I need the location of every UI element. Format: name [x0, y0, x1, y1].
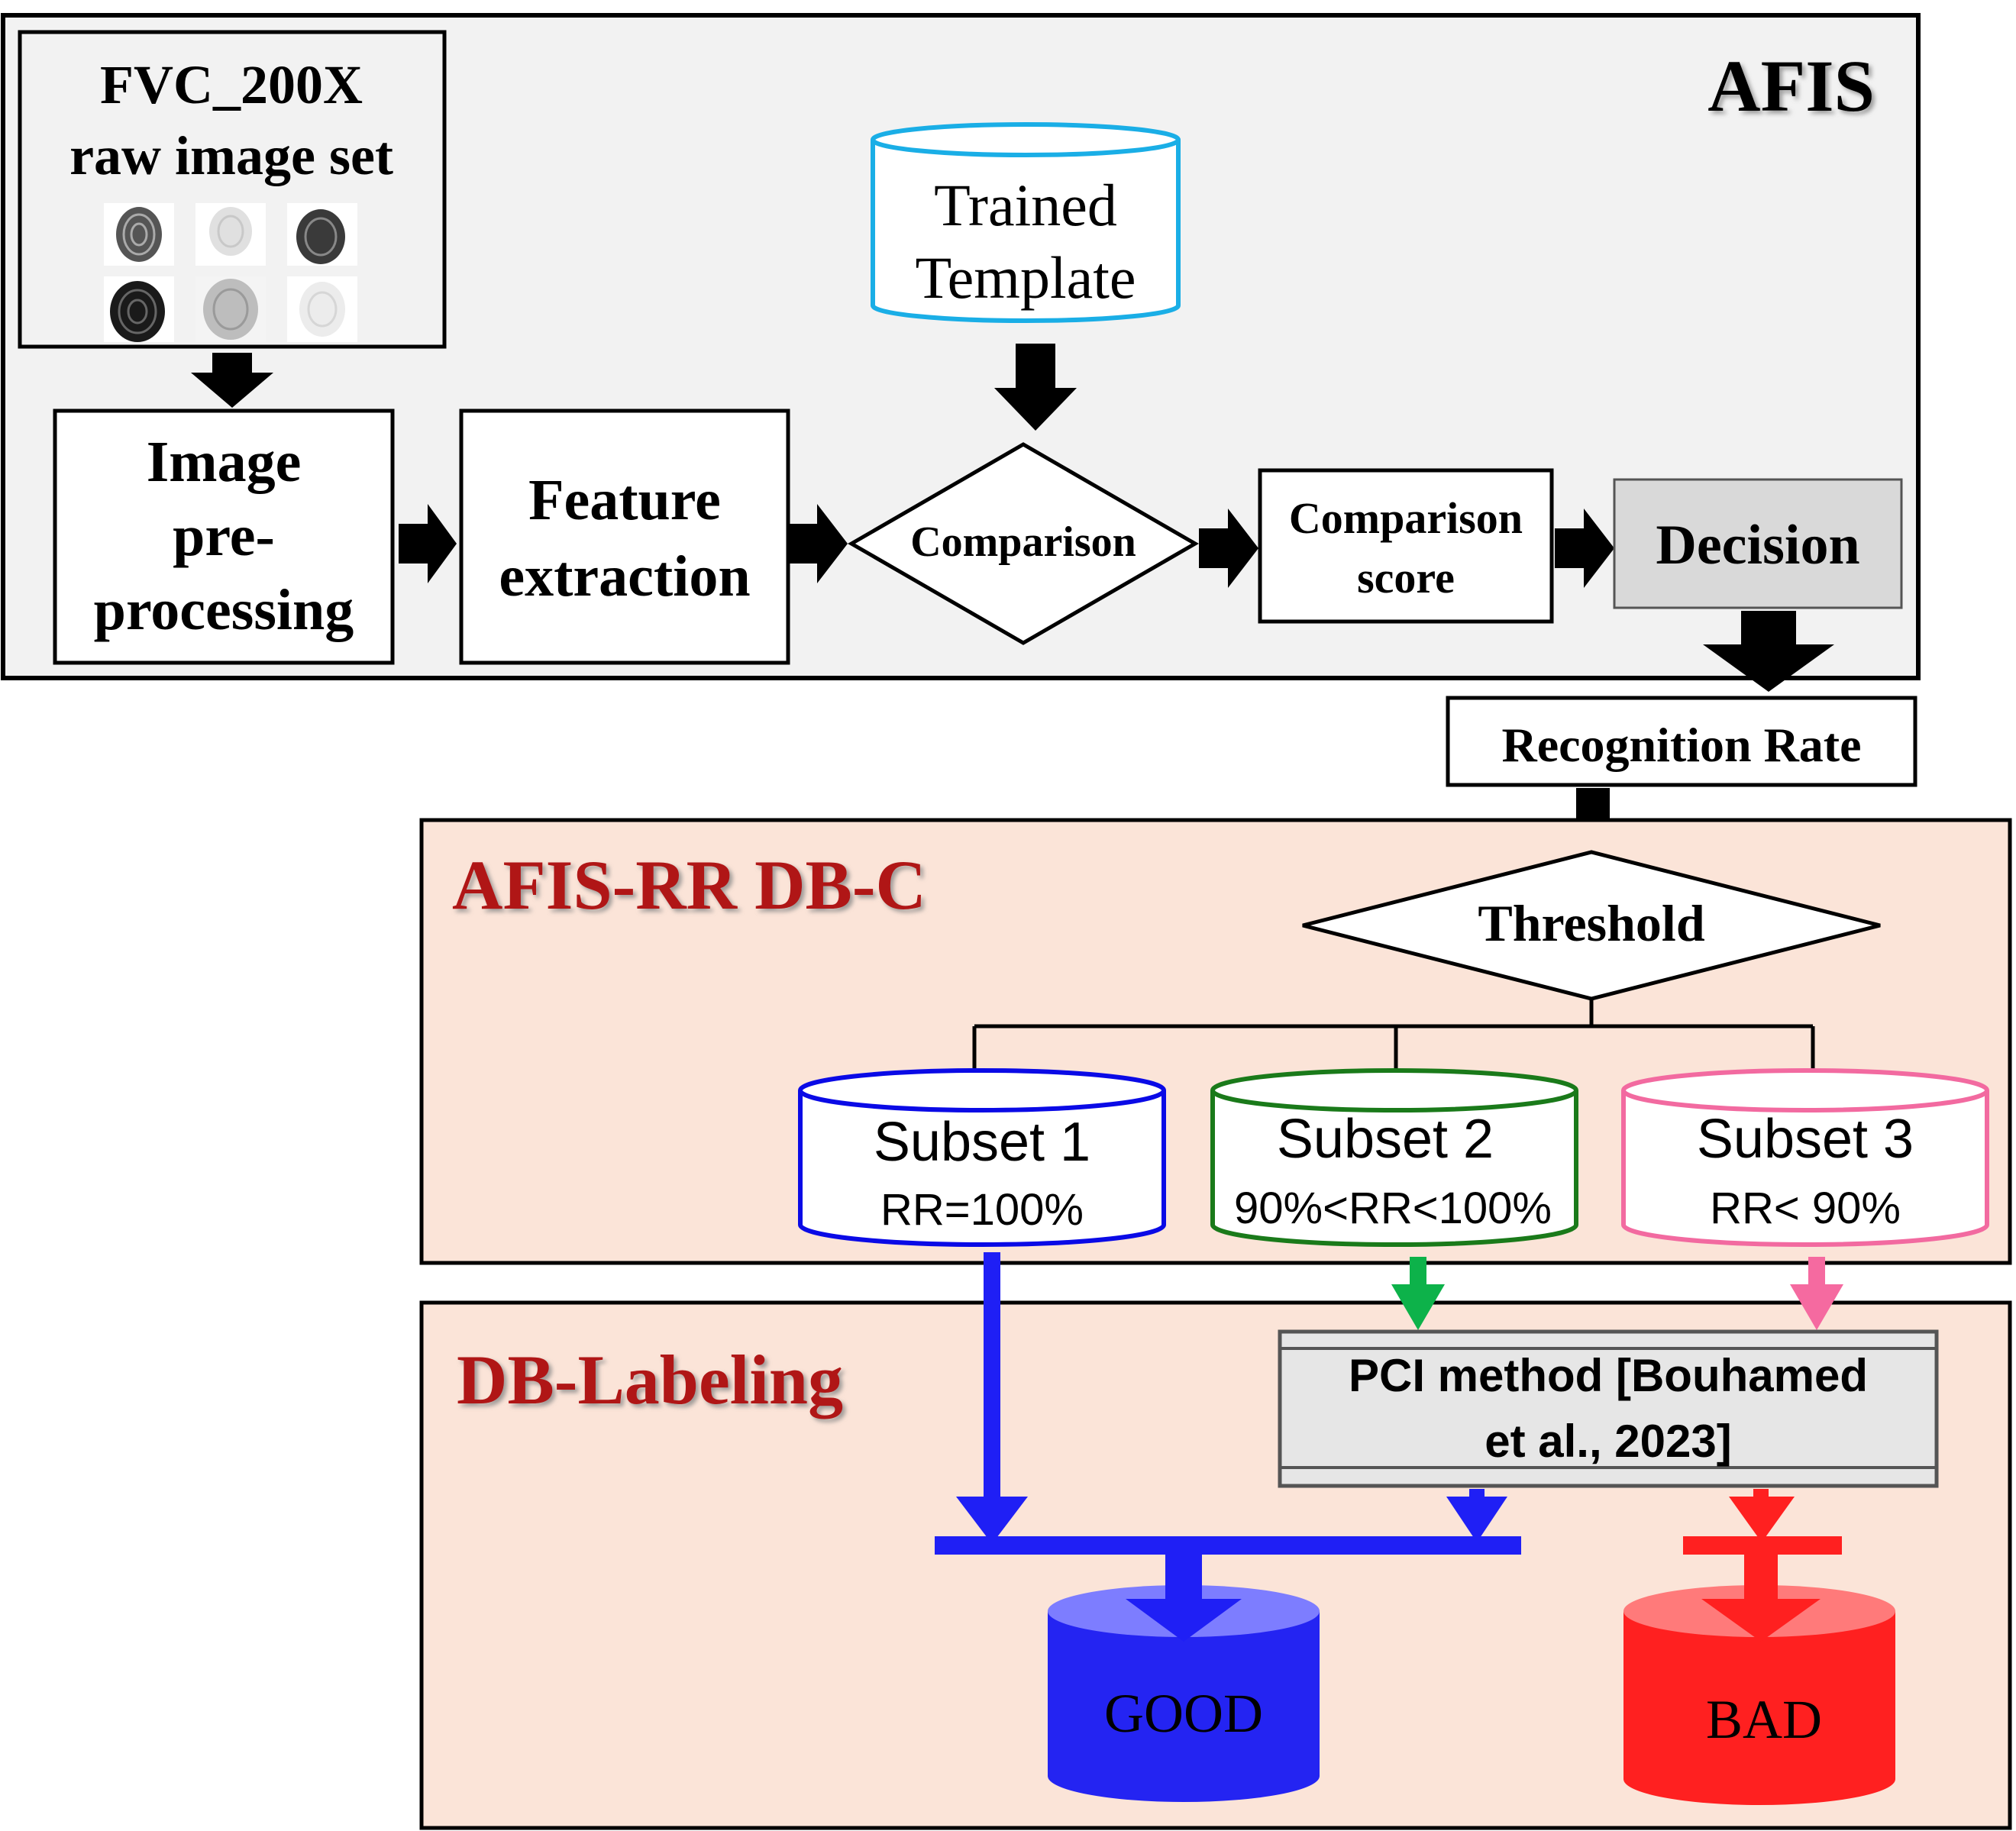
afis-title: AFIS — [1707, 45, 1875, 127]
arrow-down-icon — [1446, 1497, 1507, 1542]
feature-label-1: Feature — [528, 468, 721, 532]
trained-template-db: Trained Template — [871, 122, 1181, 323]
feature-extraction-box: Feature extraction — [459, 409, 790, 665]
arrow-down-icon — [191, 353, 273, 408]
arrow-down-icon — [1703, 611, 1834, 692]
recognition-rate-box: Recognition Rate — [1446, 696, 1917, 787]
arrow-down-icon — [1701, 1599, 1821, 1642]
threshold-diamond: Threshold — [1302, 850, 1881, 1001]
subset-1-name: Subset 1 — [874, 1112, 1090, 1173]
fingerprint-thumbnails — [104, 203, 357, 342]
template-label-1: Trained — [934, 172, 1117, 238]
subset-2-db: Subset 2 90%<RR<100% — [1210, 1068, 1578, 1247]
pci-label-1: PCI method [Bouhamed — [1349, 1350, 1868, 1401]
labeling-title: DB-Labeling — [457, 1341, 843, 1419]
fingerprint-icon — [209, 207, 252, 256]
subset-3-rule: RR< 90% — [1710, 1184, 1901, 1233]
comparison-score-box: Comparison score — [1258, 468, 1554, 624]
arrow-right-icon — [788, 504, 848, 583]
score-label-2: score — [1357, 553, 1455, 602]
preproc-label-1: Image — [147, 430, 302, 494]
dbc-title: AFIS-RR DB-C — [452, 846, 926, 924]
arrow-down-icon — [956, 1497, 1028, 1544]
recognition-rate-label: Recognition Rate — [1501, 718, 1861, 772]
comparison-label: Comparison — [910, 518, 1136, 566]
score-label-1: Comparison — [1289, 493, 1523, 543]
dataset-box: FVC_200X raw image set — [18, 30, 447, 349]
arrow-down-icon — [994, 344, 1077, 431]
arrow-down-icon — [1126, 1599, 1242, 1642]
subset-1-flow-line — [984, 1252, 1000, 1504]
decision-label: Decision — [1656, 514, 1859, 576]
feature-label-2: extraction — [499, 544, 750, 609]
preprocessing-box: Image pre- processing — [53, 409, 395, 665]
decision-box: Decision — [1613, 478, 1903, 609]
arrow-down-icon — [1790, 1284, 1843, 1330]
subset-2-flow-line — [1410, 1257, 1426, 1287]
fingerprint-icon — [296, 209, 345, 264]
subset-3-db: Subset 3 RR< 90% — [1621, 1068, 1989, 1247]
good-db: GOOD — [1048, 1555, 1320, 1802]
threshold-label: Threshold — [1478, 894, 1704, 952]
arrow-right-icon — [1199, 509, 1258, 588]
subset-3-flow-line — [1808, 1257, 1825, 1287]
pci-method-box: PCI method [Bouhamed et al., 2023] — [1278, 1329, 1939, 1488]
good-merge-bar — [935, 1536, 1521, 1555]
subset-1-db: Subset 1 RR=100% — [798, 1068, 1166, 1247]
fingerprint-icon — [203, 279, 258, 340]
fingerprint-icon — [299, 282, 345, 337]
comparison-diamond: Comparison — [848, 442, 1199, 645]
arrow-down-icon — [1729, 1497, 1795, 1542]
dataset-subtitle: raw image set — [69, 125, 393, 186]
arrow-down-icon — [1391, 1284, 1445, 1330]
subset-3-name: Subset 3 — [1697, 1109, 1914, 1170]
dataset-title: FVC_200X — [100, 54, 363, 115]
template-label-2: Template — [915, 244, 1136, 311]
subset-2-name: Subset 2 — [1277, 1109, 1494, 1170]
bad-label: BAD — [1706, 1689, 1822, 1750]
subset-1-rule: RR=100% — [880, 1185, 1084, 1235]
preproc-label-3: processing — [94, 578, 354, 642]
bad-db: BAD — [1623, 1555, 1895, 1805]
arrow-right-icon — [399, 504, 457, 583]
bad-merge-bar — [1683, 1536, 1842, 1555]
good-label: GOOD — [1104, 1683, 1263, 1744]
arrow-right-icon — [1555, 509, 1614, 588]
preproc-label-2: pre- — [173, 504, 275, 568]
subset-2-rule: 90%<RR<100% — [1234, 1184, 1552, 1233]
pci-label-2: et al., 2023] — [1485, 1416, 1732, 1467]
